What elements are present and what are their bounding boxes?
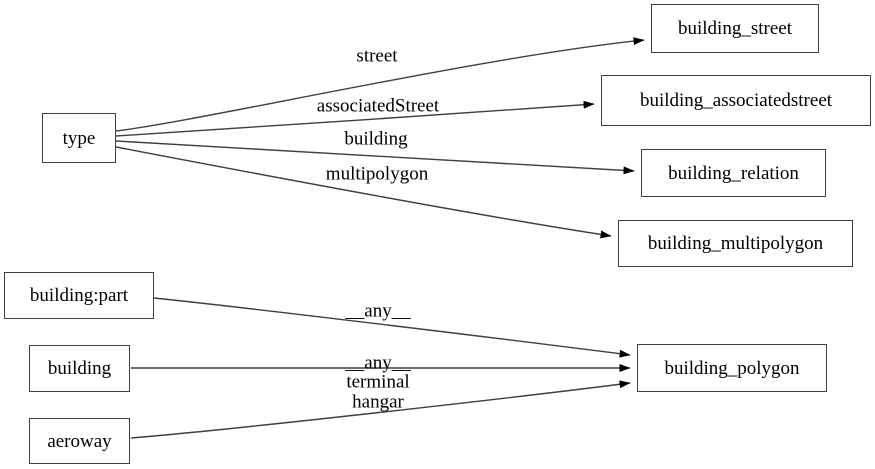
node-building-associatedstreet[interactable]: building_associatedstreet xyxy=(601,75,871,126)
edge-type-building_multipolygon xyxy=(115,146,612,239)
node-building-polygon[interactable]: building_polygon xyxy=(637,344,827,392)
edge-type-building_associatedstreet xyxy=(115,100,595,137)
node-label: building_associatedstreet xyxy=(639,90,833,111)
node-label: type xyxy=(62,127,96,149)
node-label: building:part xyxy=(29,285,129,306)
node-aeroway[interactable]: aeroway xyxy=(29,418,130,464)
node-building-part[interactable]: building:part xyxy=(4,272,154,319)
edge-building_part-building_polygon xyxy=(153,297,631,358)
edge-aeroway-building_polygon xyxy=(130,380,631,439)
node-building[interactable]: building xyxy=(29,345,130,392)
edge-type-building_relation xyxy=(115,140,635,175)
node-type[interactable]: type xyxy=(42,113,116,163)
node-label: building_polygon xyxy=(664,357,800,379)
node-label: aeroway xyxy=(47,430,112,452)
node-label: building_relation xyxy=(668,162,799,184)
node-label: building_street xyxy=(678,18,792,39)
edge-type-building_street xyxy=(115,37,645,132)
node-label: building xyxy=(47,358,112,379)
node-building-multipolygon[interactable]: building_multipolygon xyxy=(618,220,853,267)
node-building-relation[interactable]: building_relation xyxy=(641,149,826,197)
node-label: building_multipolygon xyxy=(647,233,824,254)
node-building-street[interactable]: building_street xyxy=(651,4,819,53)
